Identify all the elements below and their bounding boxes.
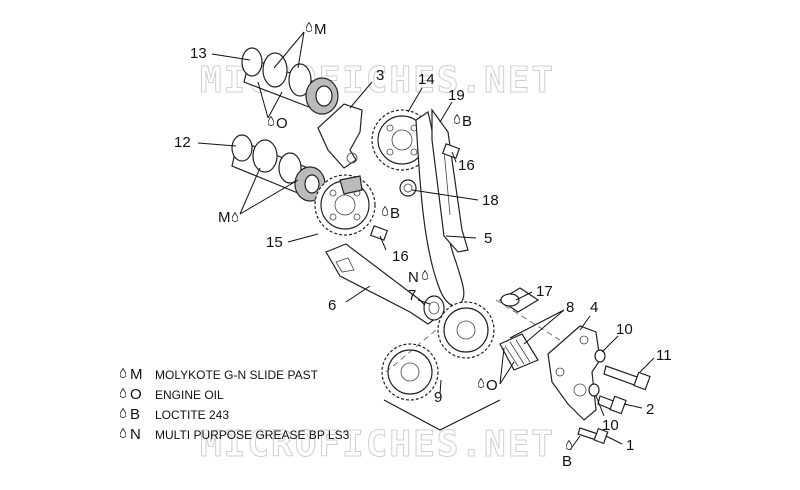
bolt-long xyxy=(603,365,651,391)
watermark-bottom: MICROFICHES.NET xyxy=(200,424,555,465)
drop-icon xyxy=(268,116,274,126)
drop-icon xyxy=(232,212,238,222)
drop-icon xyxy=(306,22,312,32)
callout-13: 13 xyxy=(190,45,207,62)
drop-icon xyxy=(422,270,428,280)
code-o-top: O xyxy=(276,115,288,132)
callout-18: 18 xyxy=(482,192,499,209)
lubricant-legend: M MOLYKOTE G-N SLIDE PAST O ENGINE OIL B… xyxy=(120,366,350,443)
lower-chain-guide xyxy=(325,243,437,325)
needle-bearing xyxy=(499,333,539,371)
callout-6: 6 xyxy=(328,297,336,314)
legend-text-2: LOCTITE 243 xyxy=(155,408,229,422)
drop-icon xyxy=(478,378,484,388)
code-m-mid: M xyxy=(218,209,231,226)
legend-code-0: M xyxy=(130,366,143,383)
callout-3: 3 xyxy=(376,67,384,84)
legend-code-3: N xyxy=(130,426,141,443)
washer-10-lower xyxy=(588,383,600,397)
callout-10-lower: 10 xyxy=(602,417,619,434)
legend-text-1: ENGINE OIL xyxy=(155,388,224,402)
legend-text-3: MULTI PURPOSE GREASE BP LS3 xyxy=(155,428,350,442)
legend-code-2: B xyxy=(130,406,140,423)
callout-5: 5 xyxy=(484,230,492,247)
callout-11: 11 xyxy=(656,347,672,364)
sprocket-lower xyxy=(314,174,376,236)
legend-text-0: MOLYKOTE G-N SLIDE PAST xyxy=(155,368,319,382)
bushing-part xyxy=(498,287,540,313)
drop-icon xyxy=(120,388,126,398)
drive-gear-small xyxy=(381,343,439,401)
code-n-mid: N xyxy=(408,269,419,286)
callout-14: 14 xyxy=(418,71,435,88)
drop-icon xyxy=(120,408,126,418)
tensioner-bolt xyxy=(399,179,417,197)
screw-part xyxy=(577,427,609,445)
callout-8: 8 xyxy=(566,299,574,316)
callout-2: 2 xyxy=(646,401,654,418)
callout-9: 9 xyxy=(434,389,442,406)
callout-17: 17 xyxy=(536,283,553,300)
callout-7: 7 xyxy=(408,287,416,304)
callout-16-lower: 16 xyxy=(392,248,409,265)
code-b-top: B xyxy=(462,113,472,130)
camshaft-upper xyxy=(241,47,339,115)
drop-icon xyxy=(454,114,460,124)
callout-12: 12 xyxy=(174,134,191,151)
washer-part xyxy=(423,295,445,321)
bracket-part xyxy=(317,103,363,169)
callout-16-upper: 16 xyxy=(458,157,475,174)
callout-4: 4 xyxy=(590,299,598,316)
washer-10-upper xyxy=(594,349,606,363)
code-b-low: B xyxy=(562,453,572,470)
callout-19: 19 xyxy=(448,87,465,104)
drive-gear-large xyxy=(437,301,495,359)
legend-code-1: O xyxy=(130,386,142,403)
bolt-lower xyxy=(369,225,389,241)
code-b-mid: B xyxy=(390,205,400,222)
drop-icon xyxy=(382,206,388,216)
drop-icon xyxy=(120,368,126,378)
code-o-low: O xyxy=(486,377,498,394)
drop-icon xyxy=(120,428,126,438)
callout-1: 1 xyxy=(626,437,634,454)
bolt-short xyxy=(597,395,627,415)
callout-15: 15 xyxy=(266,234,283,251)
bolt-upper xyxy=(441,143,461,159)
callout-10-upper: 10 xyxy=(616,321,633,338)
code-m-top: M xyxy=(314,21,327,38)
